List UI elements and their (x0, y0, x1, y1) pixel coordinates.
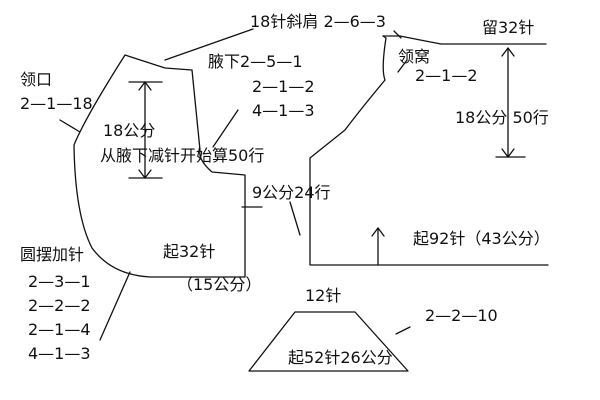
armhole-line-3: 4—1—3 (252, 101, 315, 120)
cast-on-front-label: 起32针 (163, 242, 216, 261)
front-start-note: 从腋下减针开始算50行 (100, 146, 265, 165)
side-leader-right (289, 201, 301, 236)
neck-leader (59, 119, 81, 133)
cast-on-back-label: 起92针（43公分） (413, 229, 550, 248)
shoulder-line (164, 28, 254, 61)
side-height-label: 9公分24行 (252, 183, 331, 202)
hem-rate-line: 2—2—2 (28, 296, 91, 315)
back-height-label: 18公分 50行 (455, 108, 549, 127)
keep-stitches-label: 留32针 (482, 18, 535, 37)
sleeve-cast-on-label: 起52针26公分 (288, 348, 393, 367)
front-piece-outline (73, 54, 246, 278)
front-height-label: 18公分 (103, 121, 156, 140)
front-width-label: （15公分） (177, 275, 262, 294)
neck-left-value: 2—1—18 (20, 94, 93, 113)
sleeve-top-label: 12针 (305, 286, 342, 305)
shoulder-tick (393, 30, 402, 39)
back-width-arrowhead (371, 227, 385, 237)
shoulder-label: 18针斜肩 2—6—3 (250, 12, 386, 31)
hem-title: 圆摆加针 (20, 245, 85, 264)
back-neck-curve (399, 35, 442, 45)
sleeve-rate-label: 2—2—10 (425, 306, 498, 325)
armhole-title: 腋下2—5—1 (208, 52, 303, 71)
hem-rate-line: 4—1—3 (28, 344, 91, 363)
sleeve-outline (248, 311, 409, 372)
neck-right-title: 领窝 (398, 47, 431, 66)
hem-rate-line: 2—1—4 (28, 320, 91, 339)
sleeve-leader (395, 326, 411, 335)
armhole-leader (212, 109, 239, 148)
hem-leader (99, 271, 131, 341)
neck-left-title: 领口 (20, 70, 53, 89)
hem-rate-line: 2—3—1 (28, 272, 91, 291)
armhole-line-2: 2—1—2 (252, 77, 315, 96)
hem-rates: 2—3—1 2—2—2 2—1—4 4—1—3 (28, 272, 91, 364)
neck-right-leader (397, 59, 408, 73)
neck-right-value: 2—1—2 (415, 66, 478, 85)
back-height-arrowhead-top (501, 47, 515, 57)
back-piece-outline (309, 35, 549, 266)
